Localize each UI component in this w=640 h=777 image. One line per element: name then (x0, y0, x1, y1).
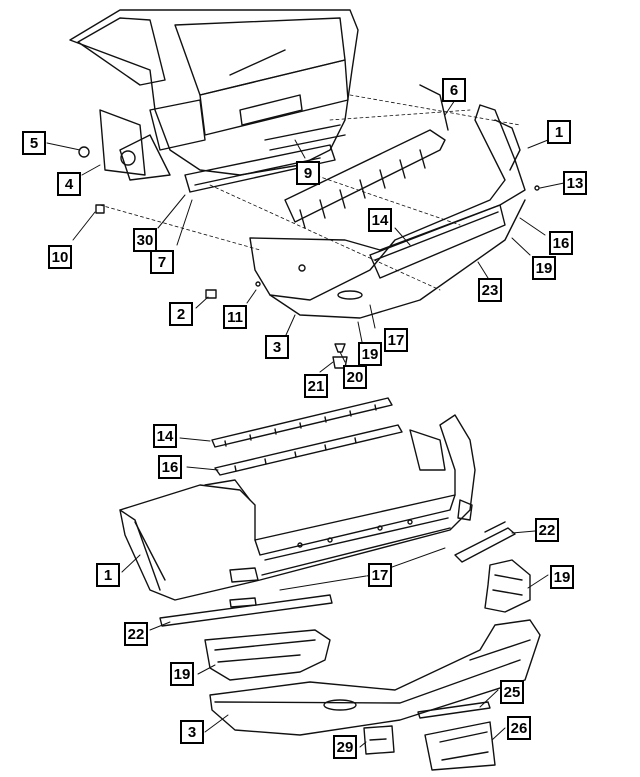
callout-19[interactable]: 19 (170, 662, 194, 686)
callout-11[interactable]: 11 (223, 305, 247, 329)
callout-label: 19 (361, 345, 379, 363)
callout-label: 10 (51, 248, 69, 266)
callout-label: 16 (161, 458, 179, 476)
callout-label: 17 (387, 331, 405, 349)
fascia-trim-16 (214, 424, 403, 476)
callout-29[interactable]: 29 (333, 735, 357, 759)
callout-23[interactable]: 23 (478, 278, 502, 302)
callout-label: 22 (538, 521, 556, 539)
callout-label: 11 (227, 308, 243, 326)
callout-17[interactable]: 17 (368, 563, 392, 587)
callout-label: 19 (535, 259, 553, 277)
callout-26[interactable]: 26 (507, 716, 531, 740)
callout-label: 1 (554, 123, 564, 141)
top-leader-lines (46, 99, 565, 373)
emblem-plate-29 (363, 725, 395, 755)
callout-17[interactable]: 17 (384, 328, 408, 352)
callout-1[interactable]: 1 (547, 120, 571, 144)
callout-label: 7 (157, 253, 167, 271)
callout-label: 19 (553, 568, 571, 586)
callout-19[interactable]: 19 (532, 256, 556, 280)
bracket-19-right (484, 559, 531, 613)
callout-22[interactable]: 22 (535, 518, 559, 542)
callout-label: 3 (187, 723, 197, 741)
reflector-22-right (454, 521, 516, 563)
callout-label: 16 (552, 234, 570, 252)
callout-4[interactable]: 4 (57, 172, 81, 196)
callout-22[interactable]: 22 (124, 622, 148, 646)
callout-19[interactable]: 19 (358, 342, 382, 366)
callout-label: 1 (103, 566, 113, 584)
bracket-19-left (204, 629, 331, 681)
callout-label: 22 (127, 625, 145, 643)
callout-label: 4 (64, 175, 74, 193)
callout-label: 20 (346, 368, 364, 386)
callout-2[interactable]: 2 (169, 302, 193, 326)
callout-6[interactable]: 6 (442, 78, 466, 102)
callout-5[interactable]: 5 (22, 131, 46, 155)
rear-bumper-fascia (119, 414, 476, 601)
energy-absorber (284, 84, 449, 229)
callout-label: 6 (449, 81, 459, 99)
lower-valance-3 (209, 619, 541, 736)
reinforcement-strip-14 (211, 397, 393, 448)
callout-label: 13 (566, 174, 584, 192)
callout-25[interactable]: 25 (500, 680, 524, 704)
callout-label: 30 (136, 231, 154, 249)
callout-label: 14 (156, 427, 174, 445)
callout-label: 23 (481, 281, 499, 299)
callout-14[interactable]: 14 (368, 208, 392, 232)
callout-19[interactable]: 19 (550, 565, 574, 589)
callout-label: 25 (503, 683, 521, 701)
callout-label: 29 (336, 738, 354, 756)
callout-20[interactable]: 20 (343, 365, 367, 389)
callout-label: 26 (510, 719, 528, 737)
callout-label: 21 (307, 377, 325, 395)
callout-14[interactable]: 14 (153, 424, 177, 448)
callout-3[interactable]: 3 (265, 335, 289, 359)
top-bumper-fascia (249, 104, 526, 319)
callout-30[interactable]: 30 (133, 228, 157, 252)
callout-7[interactable]: 7 (150, 250, 174, 274)
vehicle-rear-body (69, 9, 359, 193)
callout-label: 2 (176, 305, 186, 323)
callout-1[interactable]: 1 (96, 563, 120, 587)
callout-3[interactable]: 3 (180, 720, 204, 744)
callout-16[interactable]: 16 (549, 231, 573, 255)
callout-label: 5 (29, 134, 39, 152)
callout-label: 17 (371, 566, 389, 584)
callout-label: 3 (272, 338, 282, 356)
callout-13[interactable]: 13 (563, 171, 587, 195)
reflector-22-left (159, 594, 333, 627)
callout-10[interactable]: 10 (48, 245, 72, 269)
callout-21[interactable]: 21 (304, 374, 328, 398)
callout-16[interactable]: 16 (158, 455, 182, 479)
garnish-26 (424, 721, 496, 771)
molding-25 (417, 701, 491, 719)
callout-9[interactable]: 9 (296, 161, 320, 185)
callout-label: 14 (371, 211, 389, 229)
callout-label: 9 (303, 164, 313, 182)
callout-label: 19 (173, 665, 191, 683)
